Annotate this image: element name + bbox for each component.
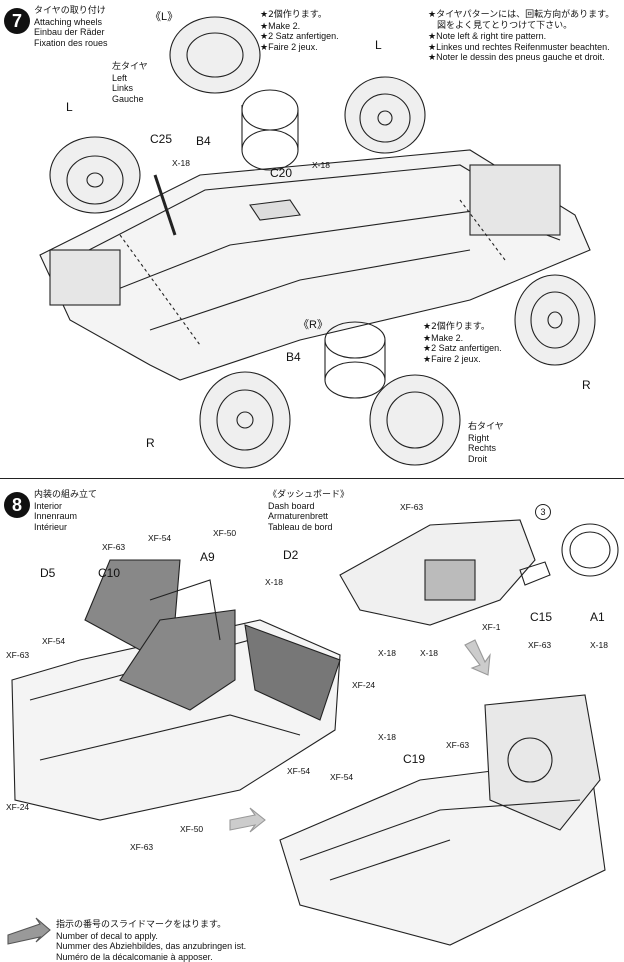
step-number-badge: 7 <box>4 8 30 34</box>
right-bracket-label: 《R》 <box>298 319 328 331</box>
part-label-C10: C10 <box>98 566 121 580</box>
make2-note-top: ★2個作ります。 ★Make 2. ★2 Satz anfertigen. ★F… <box>260 10 339 52</box>
part-label-C19: C19 <box>403 752 426 766</box>
paint-label-x18: X-18 <box>172 158 190 168</box>
label-L: L <box>375 38 382 52</box>
paint-label-xf54: XF-54 <box>287 766 311 776</box>
paint-label-x18: X-18 <box>378 648 396 658</box>
paint-label-xf63: XF-63 <box>6 650 30 660</box>
left-tire-label: 左タイヤ Left Links Gauche <box>112 62 148 104</box>
step-number-badge: 8 <box>4 492 30 518</box>
paint-label-x18: X-18 <box>590 640 608 650</box>
part-label-B4: B4 <box>286 350 301 364</box>
paint-label-xf24: XF-24 <box>352 680 376 690</box>
paint-label-xf63: XF-63 <box>102 542 126 552</box>
reference-circle-3: 3 <box>535 504 551 520</box>
dashboard-illustration <box>339 519 619 626</box>
paint-label-x18: X-18 <box>312 160 330 170</box>
completed-interior-illustration <box>279 694 606 946</box>
part-label-B4: B4 <box>196 134 211 148</box>
paint-label-xf63: XF-63 <box>446 740 470 750</box>
flow-arrow-icon <box>229 807 266 833</box>
paint-label-xf50: XF-50 <box>180 824 204 834</box>
step7-title: タイヤの取り付け Attaching wheels Einbau der Räd… <box>34 6 108 48</box>
wheel-front-right <box>199 371 291 469</box>
chassis-illustration <box>39 149 591 381</box>
part-label-A1: A1 <box>590 610 605 624</box>
tire-left-exploded <box>169 16 299 171</box>
part-label-D2: D2 <box>283 548 299 562</box>
part-label-A9: A9 <box>200 550 215 564</box>
label-L: L <box>66 100 73 114</box>
paint-label-x18: X-18 <box>265 577 283 587</box>
paint-label-xf1: XF-1 <box>482 622 501 632</box>
step8-title: 内装の組み立て Interior Innenraum Intérieur <box>34 490 98 532</box>
paint-label-xf63: XF-63 <box>400 502 424 512</box>
part-label-C25: C25 <box>150 132 173 146</box>
seat-illustration <box>84 559 236 711</box>
make2-note-mid: ★2個作ります。 ★Make 2. ★2 Satz anfertigen. ★F… <box>423 322 502 364</box>
part-label-C20: C20 <box>270 166 293 180</box>
paint-label-xf24: XF-24 <box>6 802 30 812</box>
part-label-C15: C15 <box>530 610 553 624</box>
paint-label-xf54: XF-54 <box>42 636 66 646</box>
tire-pattern-note: ★タイヤパターンには、回転方向があります。 図をよく見てとりつけて下さい。 ★N… <box>428 10 615 62</box>
label-R: R <box>582 378 591 392</box>
paint-label-xf54: XF-54 <box>148 533 172 543</box>
flow-arrow-icon <box>464 639 491 676</box>
part-label-D5: D5 <box>40 566 56 580</box>
label-R: R <box>146 436 155 450</box>
paint-label-x18: X-18 <box>420 648 438 658</box>
wheel-front-left <box>49 136 141 214</box>
decal-arrow-icon <box>7 917 51 945</box>
paint-label-xf54: XF-54 <box>330 772 354 782</box>
dashboard-title: 《ダッシュボード》 Dash board Armaturenbrett Tabl… <box>268 490 350 532</box>
wheel-rear-right <box>514 274 596 366</box>
section-divider <box>0 478 624 479</box>
decal-note: 指示の番号のスライドマークをはります。 Number of decal to a… <box>56 920 247 962</box>
paint-label-xf50: XF-50 <box>213 528 237 538</box>
left-bracket-label: 《L》 <box>150 11 179 23</box>
wheel-rear-left <box>344 76 426 154</box>
interior-tub-illustration <box>11 619 341 821</box>
right-tire-label: 右タイヤ Right Rechts Droit <box>468 422 504 464</box>
paint-label-xf63: XF-63 <box>130 842 154 852</box>
paint-label-x18: X-18 <box>378 732 396 742</box>
paint-label-xf63: XF-63 <box>528 640 552 650</box>
tire-right-exploded <box>324 321 461 466</box>
